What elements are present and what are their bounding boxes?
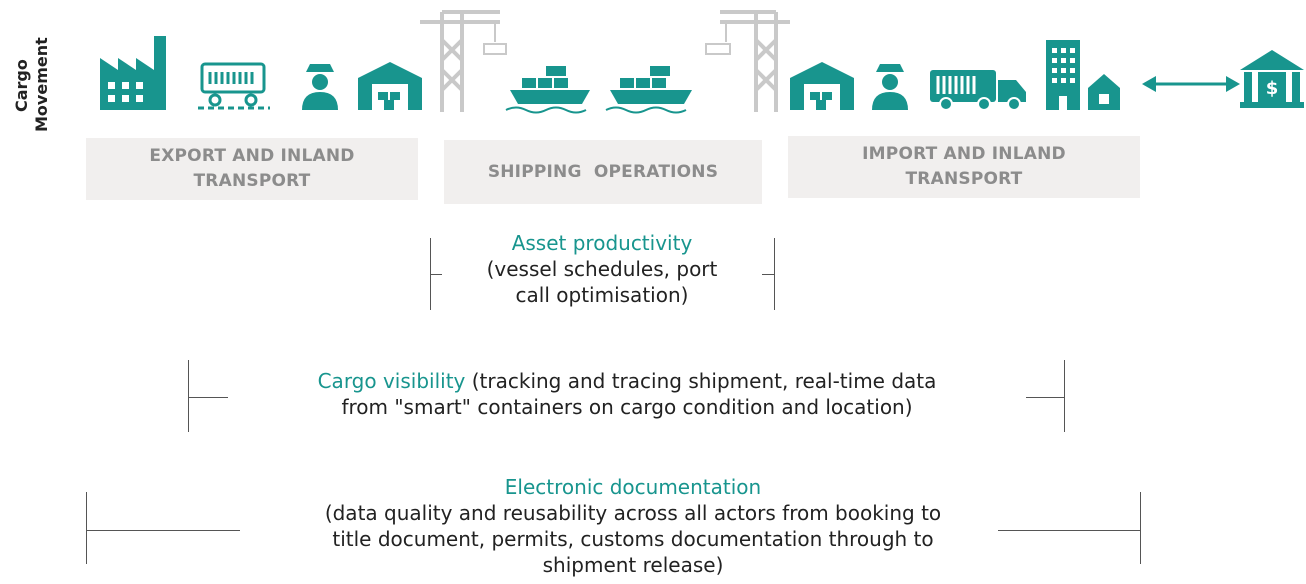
crane-icon [705,10,790,112]
cargo-visibility-line1: Cargo visibility (tracking and tracing s… [240,368,1014,394]
double-arrow-icon [1142,76,1240,92]
rail-wagon-icon [198,62,270,110]
asset-productivity-title: Asset productivity [511,231,693,255]
stage-export-line1: EXPORT AND INLAND [149,146,355,166]
cargo-visibility: Cargo visibility (tracking and tracing s… [240,368,1014,420]
stage-export-inland-transport: EXPORT AND INLAND TRANSPORT [86,138,418,200]
electronic-documentation-line1: (data quality and reusability across all… [324,501,942,525]
cargo-visibility-line1-rest: (tracking and tracing shipment, real-tim… [465,369,937,393]
bank-icon: $ [1240,50,1304,108]
stage-shipping-operations: SHIPPING OPERATIONS [444,140,762,204]
house-icon [1088,74,1120,110]
electronic-documentation: Electronic documentation (data quality a… [250,474,1016,578]
asset-productivity: Asset productivity (vessel schedules, po… [450,230,754,308]
factory-icon [100,36,166,110]
office-building-icon [1046,40,1080,110]
customs-officer-icon [302,64,338,110]
truck-icon [930,70,1026,111]
stage-import-line2: TRANSPORT [905,169,1023,189]
stage-export-line2: TRANSPORT [193,171,311,191]
customs-officer-icon [872,64,908,110]
stage-shipping-line1: SHIPPING OPERATIONS [487,161,719,182]
electronic-documentation-line2: title document, permits, customs documen… [332,527,934,551]
svg-text:$: $ [1266,78,1279,99]
cargo-visibility-line2: from "smart" containers on cargo conditi… [341,395,913,419]
stage-import-line1: IMPORT AND INLAND [862,144,1066,164]
warehouse-icon [790,62,854,110]
container-ship-icon [605,66,692,114]
cargo-visibility-title: Cargo visibility [317,369,466,393]
cargo-movement-icons: $ [100,10,1304,114]
warehouse-icon [358,62,422,110]
stage-import-inland-transport: IMPORT AND INLAND TRANSPORT [788,136,1140,198]
crane-icon [420,10,507,112]
container-ship-icon [505,66,590,114]
asset-productivity-line2: call optimisation) [515,283,689,307]
asset-productivity-line1: (vessel schedules, port [486,257,718,281]
electronic-documentation-title: Electronic documentation [504,475,762,499]
electronic-documentation-line3: shipment release) [542,553,724,577]
